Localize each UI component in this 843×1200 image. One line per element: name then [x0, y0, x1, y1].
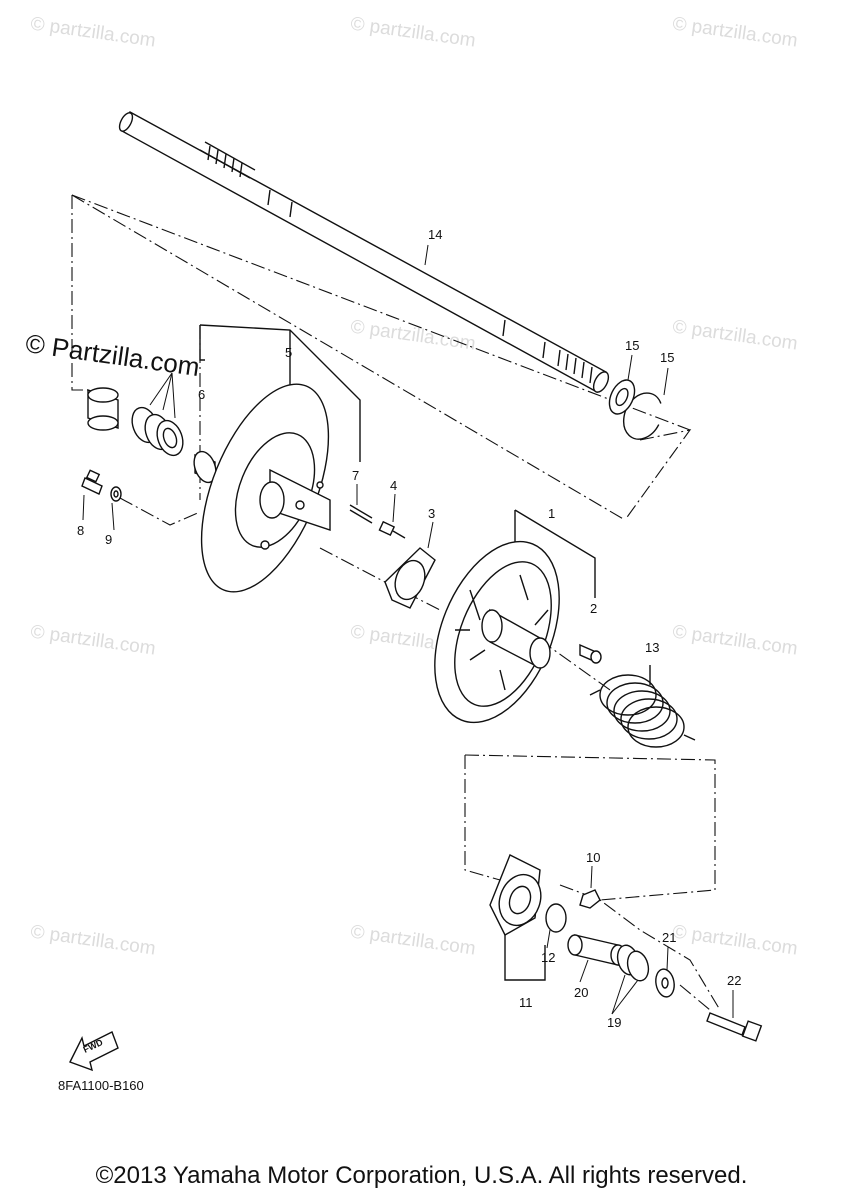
callout-9: 9: [105, 532, 112, 547]
bolt-part: [81, 469, 122, 502]
copyright-notice: ©2013 Yamaha Motor Corporation, U.S.A. A…: [95, 1162, 748, 1189]
bushing-part: [87, 387, 119, 431]
pin-part: [349, 504, 373, 524]
callout-leaders: [82, 244, 734, 1018]
callout-13: 13: [645, 640, 659, 655]
callout-16: 15: [625, 338, 639, 353]
callout-21: 21: [662, 930, 676, 945]
flange-bolt-part: [706, 1012, 763, 1042]
collar-long-part: [567, 934, 626, 966]
small-bolt-part: [378, 520, 406, 539]
callout-12: 12: [541, 950, 555, 965]
fwd-arrow-icon: [69, 1031, 119, 1072]
rollers-lower-part: [616, 944, 650, 982]
callout-14: 14: [428, 227, 442, 242]
fixed-sheave-part: [200, 383, 331, 593]
callout-5: 5: [285, 345, 292, 360]
rollers-part: [131, 406, 184, 457]
spring-part: [589, 674, 696, 748]
washer-part: [608, 379, 636, 415]
gasket-part: [384, 547, 436, 609]
part-number: 8FA1100-B160: [58, 1078, 144, 1093]
shaft-part: [118, 111, 610, 393]
callout-20: 20: [574, 985, 588, 1000]
cap-part: [579, 643, 602, 664]
bearing-part: [545, 903, 567, 933]
callout-19: 19: [607, 1015, 621, 1030]
callout-2: 2: [590, 601, 597, 616]
bracket-leaders: [199, 324, 651, 981]
callout-15: 15: [660, 350, 674, 365]
callout-10: 10: [586, 850, 600, 865]
callout-22: 22: [727, 973, 741, 988]
callout-4: 4: [390, 478, 397, 493]
nut-part: [579, 889, 601, 909]
callout-8: 8: [77, 523, 84, 538]
callout-6: 6: [198, 387, 205, 402]
washer-lower-part: [655, 968, 675, 998]
callout-11: 11: [519, 995, 533, 1010]
circlip-part: [622, 392, 662, 440]
housing-part: [489, 854, 542, 936]
sliding-sheave-part: [434, 540, 560, 724]
callout-1: 1: [548, 506, 555, 521]
callout-3: 3: [428, 506, 435, 521]
callout-7: 7: [352, 468, 359, 483]
